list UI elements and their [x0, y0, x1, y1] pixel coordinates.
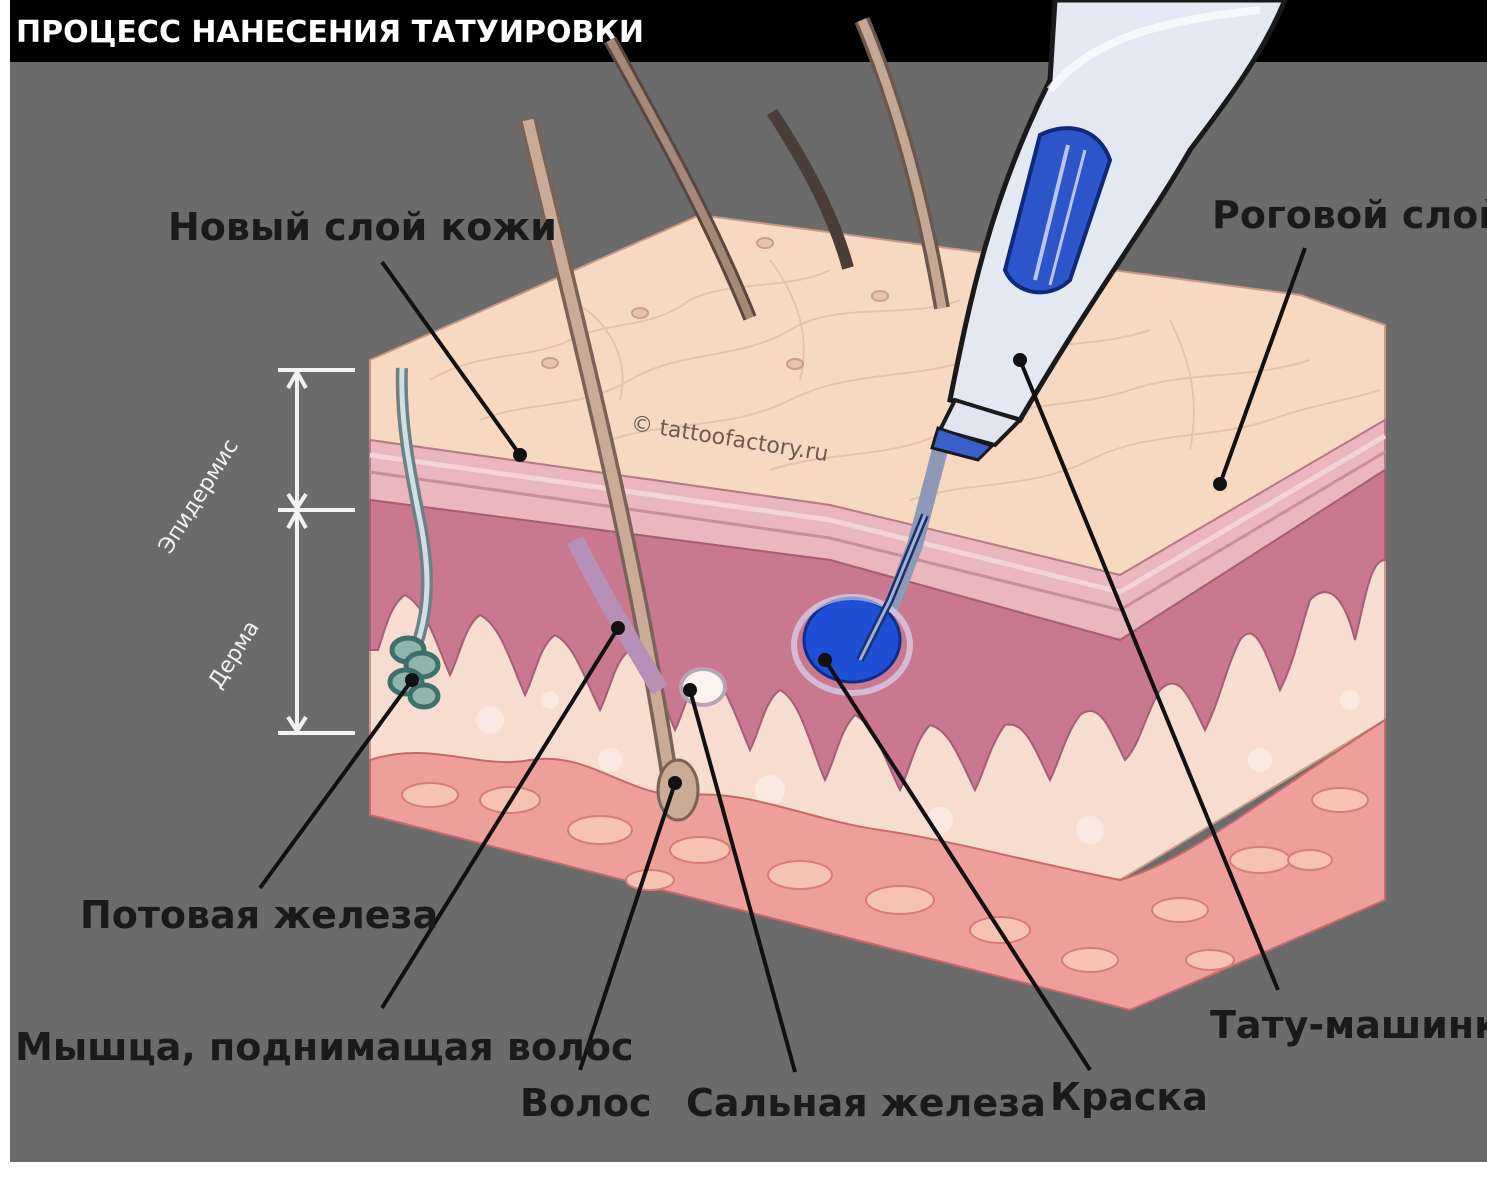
label-sebaceous-gland: Сальная железа — [686, 1081, 1046, 1125]
label-tattoo-machine: Тату-машинка — [1210, 1003, 1487, 1047]
tattoo-process-diagram: ПРОЦЕСС НАНЕСЕНИЯ ТАТУИРОВКИ — [10, 0, 1487, 1184]
bottom-white-strip — [10, 1162, 1487, 1184]
label-horny-layer: Роговой слой — [1212, 193, 1487, 237]
label-hair-muscle: Мышца, поднимащая волос — [15, 1025, 634, 1069]
label-sweat-gland: Потовая железа — [80, 893, 438, 937]
label-ink: Краска — [1050, 1075, 1208, 1119]
label-hair: Волос — [520, 1081, 652, 1125]
diagram-title: ПРОЦЕСС НАНЕСЕНИЯ ТАТУИРОВКИ — [16, 15, 644, 50]
label-new-skin-layer: Новый слой кожи — [168, 205, 557, 249]
